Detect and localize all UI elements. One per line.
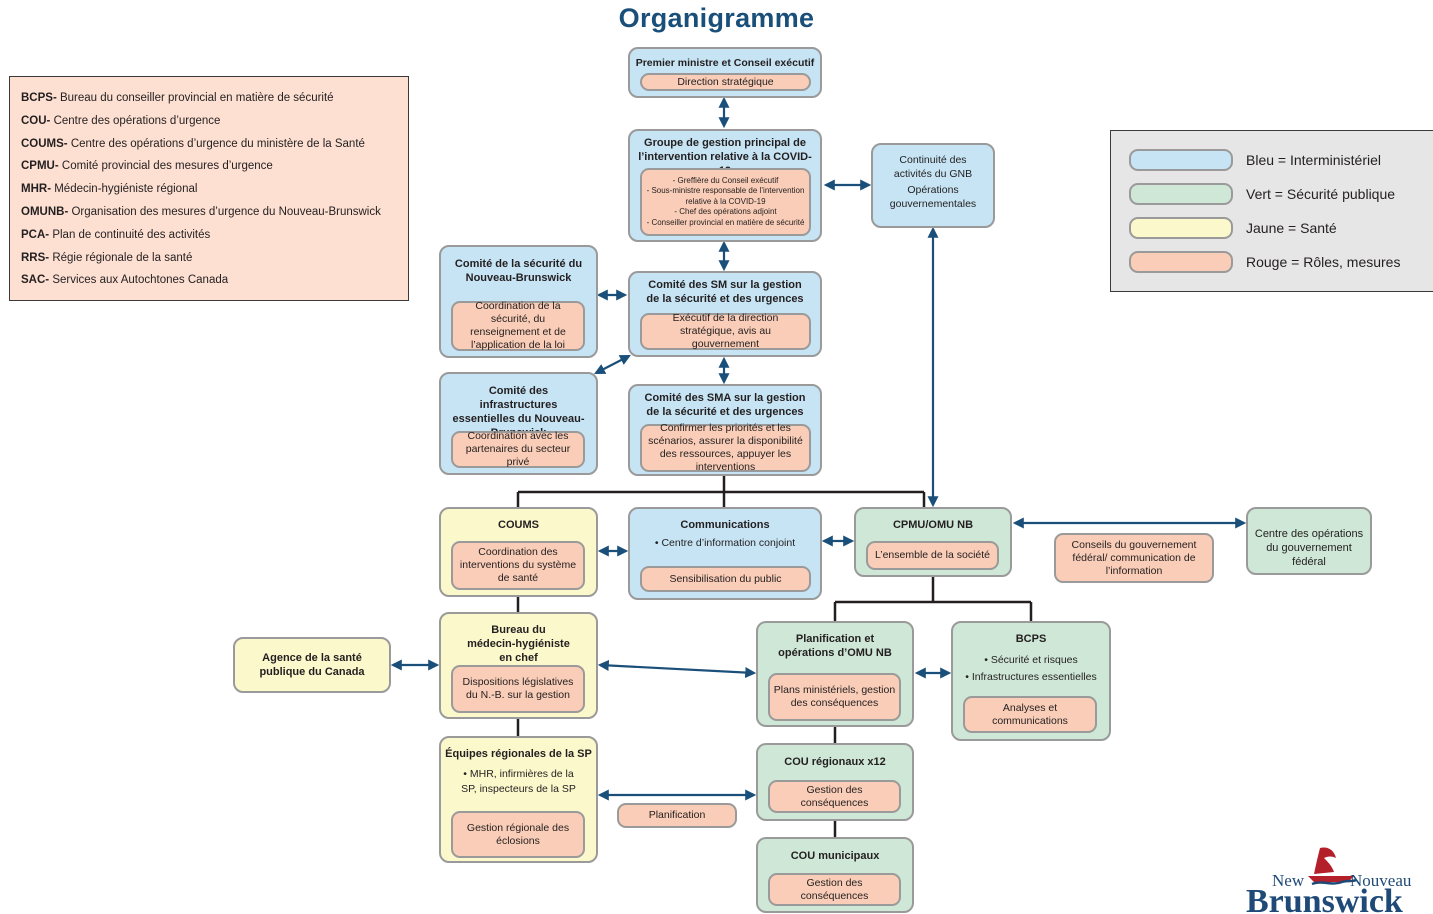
swatch-blue xyxy=(1129,149,1233,171)
ship-icon xyxy=(1308,847,1357,886)
new-brunswick-logo: New Nouveau Brunswick xyxy=(1246,847,1412,914)
node-role: Confirmer les priorités et les scénarios… xyxy=(640,422,811,473)
node-bullets: Centre d’information conjoint xyxy=(630,536,820,551)
node-role: Exécutif de la direction stratégique, av… xyxy=(640,312,811,350)
node-agence-sante: Agence de la santé publique du Canada xyxy=(233,637,391,693)
legend-row: OMUNB- Organisation des mesures d’urgenc… xyxy=(21,205,381,218)
swatch-green xyxy=(1129,183,1233,205)
legend-row: COUMS- Centre des opérations d’urgence d… xyxy=(21,137,365,150)
node-role: Gestion des conséquences xyxy=(768,780,901,813)
node-title: Centre des opérations du gouvernement fé… xyxy=(1254,528,1364,568)
key-label: Vert = Sécurité publique xyxy=(1246,186,1396,202)
bullet-item: MHR, infirmières de la SP, inspecteurs d… xyxy=(455,767,582,797)
tree-sma-branches xyxy=(516,471,926,507)
legend-row: BCPS- Bureau du conseiller provincial en… xyxy=(21,92,334,104)
node-title: Groupe de gestion principal de l’interve… xyxy=(638,137,812,177)
node-role: Coordination des interventions du systèm… xyxy=(451,541,585,590)
node-title: Comité des SM sur la gestion de la sécur… xyxy=(646,279,804,305)
node-title: Comité de la sécurité du Nouveau-Brunswi… xyxy=(454,258,583,284)
node-planification: Planification xyxy=(617,803,737,828)
legend-row: RRS- Régie régionale de la santé xyxy=(21,251,193,264)
legend-row: SAC- Services aux Autochtones Canada xyxy=(21,274,229,287)
node-role: Gestion des conséquences xyxy=(768,873,901,906)
node-title: Comité des SMA sur la gestion de la sécu… xyxy=(644,392,806,418)
node-title: Bureau du médecin-hygiéniste en chef xyxy=(467,624,570,664)
node-title: Premier ministre et Conseil exécutif xyxy=(635,57,815,69)
node-title: CPMU/OMU NB xyxy=(892,519,974,531)
legend-row: PCA- Plan de continuité des activités xyxy=(21,228,211,241)
node-conseils-federal: Conseils du gouvernement fédéral/ commun… xyxy=(1054,533,1214,583)
node-title: COU municipaux xyxy=(790,850,880,862)
arrow-bureau-planif xyxy=(597,659,757,679)
logo-brunswick: Brunswick xyxy=(1246,883,1403,914)
legend-row: COU- Centre des opérations d’urgence xyxy=(21,114,221,127)
color-key: Bleu = Interministériel Vert = Sécurité … xyxy=(1110,130,1433,292)
logo-new: New xyxy=(1272,871,1305,890)
bullet-item: Sécurité et risques xyxy=(953,652,1109,669)
node-role: Direction stratégique xyxy=(640,73,811,91)
swatch-red xyxy=(1129,251,1233,273)
node-role: Dispositions législatives du N.-B. sur l… xyxy=(451,665,585,713)
node-title: Continuité des activités du GNB xyxy=(893,154,973,180)
node-title: Agence de la santé publique du Canada xyxy=(259,652,365,678)
arrow-sm-infra xyxy=(594,354,631,375)
key-label: Rouge = Rôles, mesures xyxy=(1246,254,1401,270)
node-role: Sensibilisation du public xyxy=(640,566,811,592)
node-continuite: Continuité des activités du GNB Opératio… xyxy=(871,143,995,228)
node-title: Équipes régionales de la SP xyxy=(445,748,592,760)
key-label: Jaune = Santé xyxy=(1246,220,1337,236)
logo-nouveau: Nouveau xyxy=(1350,871,1412,890)
node-role: Plans ministériels, gestion des conséque… xyxy=(768,673,901,721)
abbreviation-legend: BCPS- Bureau du conseiller provincial en… xyxy=(9,76,409,301)
tree-cpmu-branches xyxy=(833,577,1033,621)
node-title: COUMS xyxy=(498,519,539,531)
node-title: Planification et opérations d’OMU NB xyxy=(778,633,892,659)
legend-row: CPMU- Comité provincial des mesures d’ur… xyxy=(21,160,273,173)
node-roles: - Greffière du Conseil exécutif - Sous-m… xyxy=(640,168,811,236)
node-title: BCPS xyxy=(1015,633,1047,645)
node-title: Communications xyxy=(680,519,770,531)
node-title: COU régionaux x12 xyxy=(784,756,886,768)
bullet-item: Infrastructures essentielles xyxy=(953,669,1109,686)
node-role: Coordination avec les partenaires du sec… xyxy=(451,430,585,468)
legend-row: MHR- Médecin-hygiéniste régional xyxy=(21,183,198,196)
node-role: Analyses et communications xyxy=(963,696,1097,733)
node-subtitle: Opérations gouvernementales xyxy=(889,184,977,210)
node-bullets: Sécurité et risques Infrastructures esse… xyxy=(953,652,1109,686)
node-role: Coordination de la sécurité, du renseign… xyxy=(451,300,585,351)
node-bullets: MHR, infirmières de la SP, inspecteurs d… xyxy=(441,767,596,797)
node-role: L’ensemble de la société xyxy=(866,541,999,570)
swatch-yellow xyxy=(1129,217,1233,239)
node-centre-federal: Centre des opérations du gouvernement fé… xyxy=(1246,507,1372,575)
bullet-item: Centre d’information conjoint xyxy=(630,536,820,551)
node-role: Gestion régionale des éclosions xyxy=(451,811,585,858)
page-title: Organigramme xyxy=(618,3,815,33)
key-label: Bleu = Interministériel xyxy=(1246,152,1382,168)
